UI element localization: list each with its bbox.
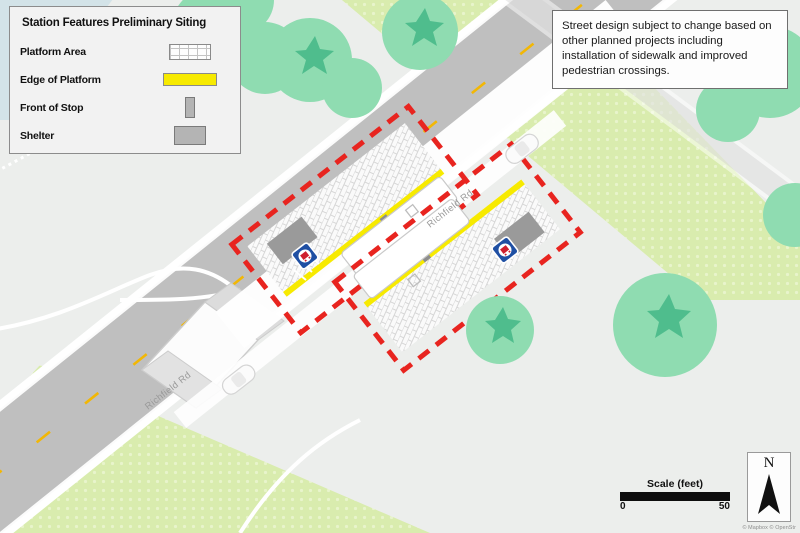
shelter-rect-swatch (174, 126, 206, 145)
scale-bar: Scale (feet) 0 50 (620, 478, 730, 512)
north-arrow: N (747, 452, 791, 522)
tree-top-center (382, 0, 458, 70)
front-of-stop-bar-swatch (185, 97, 195, 118)
tree-lower-center (466, 296, 534, 364)
map-note-text: Street design subject to change based on… (562, 20, 772, 78)
legend-label-platform-area: Platform Area (20, 45, 86, 58)
legend-item-shelter: Shelter (20, 122, 230, 149)
platform-area-swatch-wrap (160, 43, 220, 60)
shelter-nw (266, 216, 318, 265)
shelter-swatch-wrap (160, 126, 220, 145)
front-swatch-wrap (160, 97, 220, 118)
transit-stop-marker-west[interactable] (291, 242, 319, 270)
platform-area-hatch-swatch (169, 43, 211, 60)
legend-panel: Station Features Preliminary Siting Plat… (9, 6, 241, 154)
north-letter: N (763, 455, 775, 471)
vehicle-southwest (221, 364, 256, 395)
scale-min-label: 0 (620, 501, 626, 512)
legend-label-edge-of-platform: Edge of Platform (20, 73, 101, 86)
legend-item-edge-of-platform: Edge of Platform (20, 66, 230, 93)
scale-bar-labels: 0 50 (620, 501, 730, 512)
edge-of-platform-nw (283, 168, 445, 297)
scale-bar-title: Scale (feet) (646, 478, 704, 490)
map-attribution[interactable]: © Mapbox © OpenStr (742, 525, 796, 531)
legend-item-platform-area: Platform Area (20, 38, 230, 65)
bus-se (353, 199, 470, 299)
legend-item-front-of-stop: Front of Stop (20, 94, 230, 121)
scale-bar-fill (620, 492, 730, 501)
yellow-edge-bar-swatch (163, 73, 217, 86)
vehicle-northeast (505, 133, 539, 164)
transit-stop-marker-east[interactable] (491, 236, 519, 264)
scale-max-label: 50 (718, 501, 730, 512)
edge-of-platform-se (363, 179, 525, 308)
map-note-box: Street design subject to change based on… (552, 10, 788, 90)
tree-upper-left (268, 18, 382, 118)
legend-label-shelter: Shelter (20, 129, 55, 142)
legend-title: Station Features Preliminary Siting (22, 17, 207, 29)
platform-area-se (363, 179, 561, 353)
tree-far-right (763, 183, 800, 247)
north-arrow-icon (758, 474, 780, 514)
legend-label-front-of-stop: Front of Stop (20, 101, 84, 114)
edge-swatch-wrap (160, 73, 220, 86)
tree-right-mid (613, 273, 717, 377)
